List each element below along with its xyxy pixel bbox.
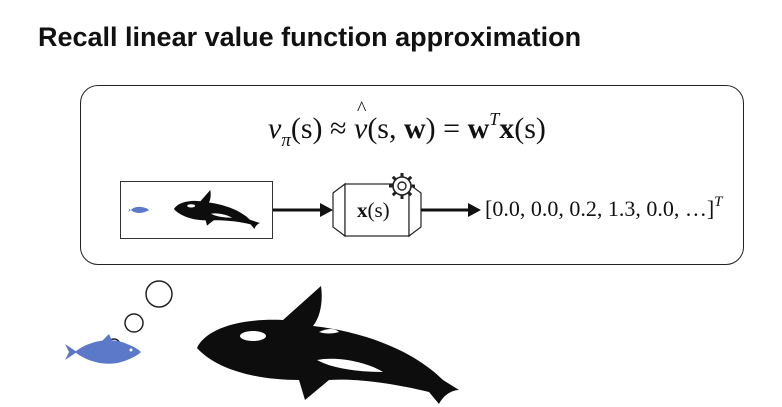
eq-equals: = xyxy=(443,112,461,145)
fish-icon xyxy=(65,334,141,364)
feature-function-label: x(s) xyxy=(357,198,390,223)
eq-args-open: (s, xyxy=(367,112,404,145)
eq-s2: (s) xyxy=(514,112,546,145)
eq-pi-subscript: π xyxy=(281,130,291,151)
eq-T-superscript: T xyxy=(489,109,500,129)
value-approximation-equation: vπ(s) ≈ v(s, w) = wTx(s) xyxy=(268,98,546,151)
thought-box xyxy=(80,85,744,265)
feature-s: (s) xyxy=(367,198,390,222)
eq-w-transpose: w xyxy=(467,112,490,145)
feature-vector: [0.0, 0.0, 0.2, 1.3, 0.0, …]T xyxy=(485,194,723,222)
eq-v: v xyxy=(268,112,282,145)
eq-s: (s) xyxy=(290,112,323,145)
feature-vector-transpose: T xyxy=(714,194,723,210)
gear-icon xyxy=(389,173,415,199)
thought-bubble-icon xyxy=(107,280,173,352)
feature-x: x xyxy=(357,198,368,222)
small-fish-icon xyxy=(128,206,149,213)
feature-vector-values: [0.0, 0.0, 0.2, 1.3, 0.0, …] xyxy=(485,196,715,221)
eq-approx: ≈ xyxy=(330,112,347,145)
eq-args-close: ) xyxy=(425,112,436,145)
eq-w: w xyxy=(403,112,426,145)
arrow-icon xyxy=(273,203,333,217)
eq-vhat: v xyxy=(354,98,367,146)
arrow-icon xyxy=(421,203,481,217)
small-orca-icon xyxy=(174,190,260,229)
eq-x: x xyxy=(499,112,515,145)
orca-icon xyxy=(197,286,459,404)
slide-title: Recall linear value function approximati… xyxy=(38,22,582,52)
